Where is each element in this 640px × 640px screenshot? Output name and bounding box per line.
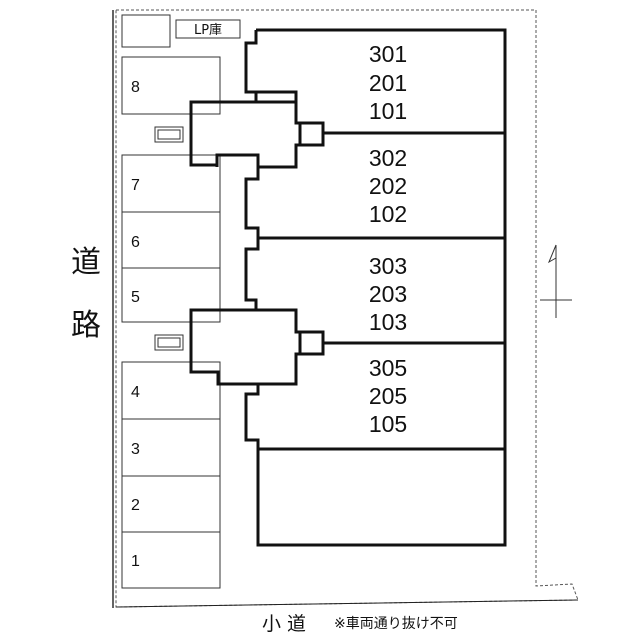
parking-slot-number: 6	[131, 234, 140, 251]
unit-labels: 301 201 101 302 202 102 303 203 103 305 …	[369, 41, 407, 437]
parking-slot-number: 4	[131, 384, 140, 401]
small-road-label: 小 道	[262, 613, 306, 635]
meter-box-inner	[157, 129, 181, 140]
unit-number: 301	[369, 41, 407, 67]
unit-number: 205	[369, 383, 407, 409]
parking-slot	[121, 267, 221, 323]
unit-number: 101	[369, 98, 407, 124]
parking-slot	[121, 531, 221, 589]
unit-number: 203	[369, 281, 407, 307]
small-road-note: ※車両通り抜け不可	[334, 615, 458, 632]
unit-number: 303	[369, 253, 407, 279]
unit-number: 202	[369, 173, 407, 199]
lp-storage-box	[175, 19, 241, 39]
parking-slot-number: 2	[131, 497, 140, 514]
parking-slot-number: 1	[131, 553, 140, 570]
parking-area: 8 7 6 5 4 3 2 1	[121, 56, 221, 589]
unit-number: 105	[369, 411, 407, 437]
unit-number: 201	[369, 70, 407, 96]
stair-hall-upper	[189, 28, 507, 167]
road-label-char: 路	[71, 308, 101, 343]
meter-box	[154, 334, 184, 351]
unit-number: 103	[369, 309, 407, 335]
parking-slot-number: 8	[131, 79, 140, 96]
meter-box-inner	[157, 337, 181, 348]
north-arrow-icon	[540, 244, 572, 318]
building	[189, 28, 507, 547]
small-road-edge-line	[115, 599, 579, 608]
meter-box	[154, 126, 184, 143]
unit-number: 302	[369, 145, 407, 171]
storage-box	[121, 14, 171, 48]
parking-slot-number: 7	[131, 177, 140, 194]
unit-number: 102	[369, 201, 407, 227]
building-outline	[189, 100, 507, 547]
road-label-char: 道	[71, 245, 101, 280]
unit-number: 305	[369, 355, 407, 381]
lp-storage-label: LP庫	[194, 23, 222, 38]
site-boundary	[115, 9, 579, 608]
parking-slot	[121, 56, 221, 115]
parking-slot-number: 3	[131, 441, 140, 458]
parking-slot-number: 5	[131, 289, 140, 306]
